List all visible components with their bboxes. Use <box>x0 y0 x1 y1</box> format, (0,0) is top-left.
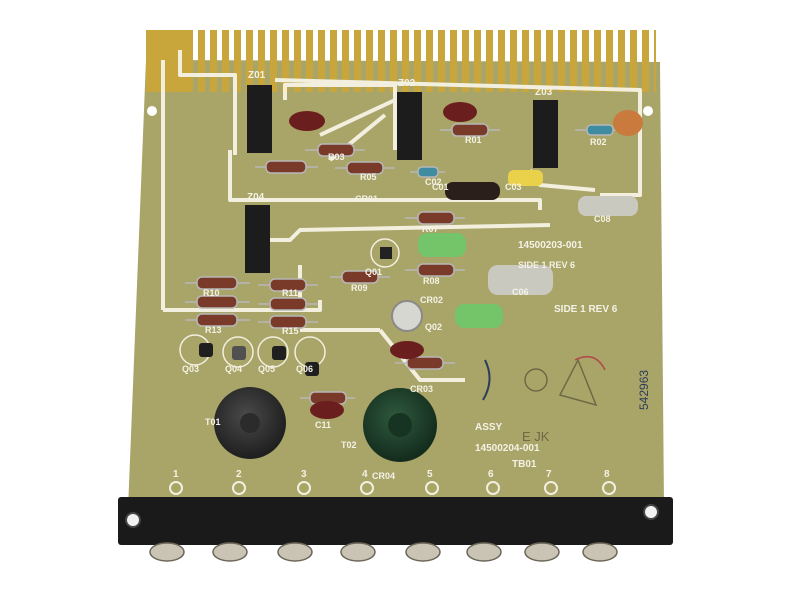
label-cr01: CR01 <box>355 194 378 204</box>
terminal-label-7: 7 <box>546 469 552 480</box>
label-t02: T02 <box>341 440 357 450</box>
board-side-rev-small: SIDE 1 REV 6 <box>518 260 575 270</box>
label-t01: T01 <box>205 417 221 427</box>
ic-z02-label: Z02 <box>398 78 416 89</box>
terminal-pad-7 <box>544 481 558 495</box>
label-q05: Q05 <box>258 364 275 374</box>
board-part-number: 14500203-001 <box>518 240 583 251</box>
terminal-label-3: 3 <box>301 469 307 480</box>
handwritten-serial: 542963 <box>637 370 651 410</box>
capacitors <box>289 102 643 419</box>
inspection-stamps <box>482 355 606 407</box>
label-q04: Q04 <box>225 364 242 374</box>
silkscreen-labels: R01 R02 R03 R05 R07 R08 R09 R10 R11 R13 … <box>182 135 651 481</box>
terminal-pads <box>169 481 616 495</box>
terminal-label-2: 2 <box>236 469 242 480</box>
terminal-label-5: 5 <box>427 469 433 480</box>
terminal-screw-2 <box>212 542 248 562</box>
label-r09: R09 <box>351 283 368 293</box>
label-q06: Q06 <box>296 364 313 374</box>
terminal-screw-7 <box>524 542 560 562</box>
terminal-label-1: 1 <box>173 469 179 480</box>
label-r10: R10 <box>203 288 220 298</box>
label-c06: C06 <box>512 287 529 297</box>
terminal-numbers: 1 2 3 4 5 6 7 8 <box>173 469 610 480</box>
label-r01: R01 <box>465 135 482 145</box>
label-r13: R13 <box>205 325 222 335</box>
transformers <box>214 387 437 462</box>
transistors <box>179 238 423 376</box>
label-q02: Q02 <box>425 322 442 332</box>
ic-z03-label: Z03 <box>535 87 553 98</box>
terminal-screw-3 <box>277 542 313 562</box>
terminal-screws <box>149 542 618 562</box>
terminal-pad-1 <box>169 481 183 495</box>
label-r15: R15 <box>282 326 299 336</box>
label-cr02: CR02 <box>420 295 443 305</box>
label-c08: C08 <box>594 214 611 224</box>
terminal-label-6: 6 <box>488 469 494 480</box>
terminal-screw-6 <box>466 542 502 562</box>
label-c02: C02 <box>425 177 442 187</box>
ic-z04: Z04 <box>245 192 270 273</box>
resistors <box>185 123 625 405</box>
terminal-screw-4 <box>340 542 376 562</box>
terminal-pad-8 <box>602 481 616 495</box>
label-q03: Q03 <box>182 364 199 374</box>
terminal-pad-6 <box>486 481 500 495</box>
revision-letters: E JK <box>522 429 550 444</box>
ic-z01: Z01 <box>247 70 272 153</box>
label-r03: R03 <box>328 152 345 162</box>
label-cr03: CR03 <box>410 384 433 394</box>
ic-z03: Z03 <box>533 87 558 168</box>
terminal-screw-1 <box>149 542 185 562</box>
label-c01: C01 <box>432 182 449 192</box>
ic-z02: Z02 <box>397 78 422 160</box>
assy-label: ASSY <box>475 422 503 433</box>
terminal-label-4: 4 <box>362 469 368 480</box>
ic-z04-label: Z04 <box>247 192 265 203</box>
label-r02: R02 <box>590 137 607 147</box>
terminal-block <box>118 497 673 545</box>
terminal-label-8: 8 <box>604 469 610 480</box>
terminal-screw-8 <box>582 542 618 562</box>
label-r07: R07 <box>422 224 439 234</box>
label-c03: C03 <box>505 182 522 192</box>
label-r08: R08 <box>423 276 440 286</box>
terminal-pad-2 <box>232 481 246 495</box>
label-cr04: CR04 <box>372 471 395 481</box>
assy-number: 14500204-001 <box>475 443 540 454</box>
terminal-pad-4 <box>360 481 374 495</box>
ic-z01-label: Z01 <box>248 70 266 81</box>
terminal-pad-5 <box>425 481 439 495</box>
label-c11: C11 <box>315 420 331 430</box>
label-r11: R11 <box>282 288 298 298</box>
terminal-screw-5 <box>405 542 441 562</box>
label-r05: R05 <box>360 172 377 182</box>
terminal-pad-3 <box>297 481 311 495</box>
tb01-label: TB01 <box>512 459 537 470</box>
board-side-rev: SIDE 1 REV 6 <box>554 304 618 315</box>
label-q01: Q01 <box>365 267 382 277</box>
